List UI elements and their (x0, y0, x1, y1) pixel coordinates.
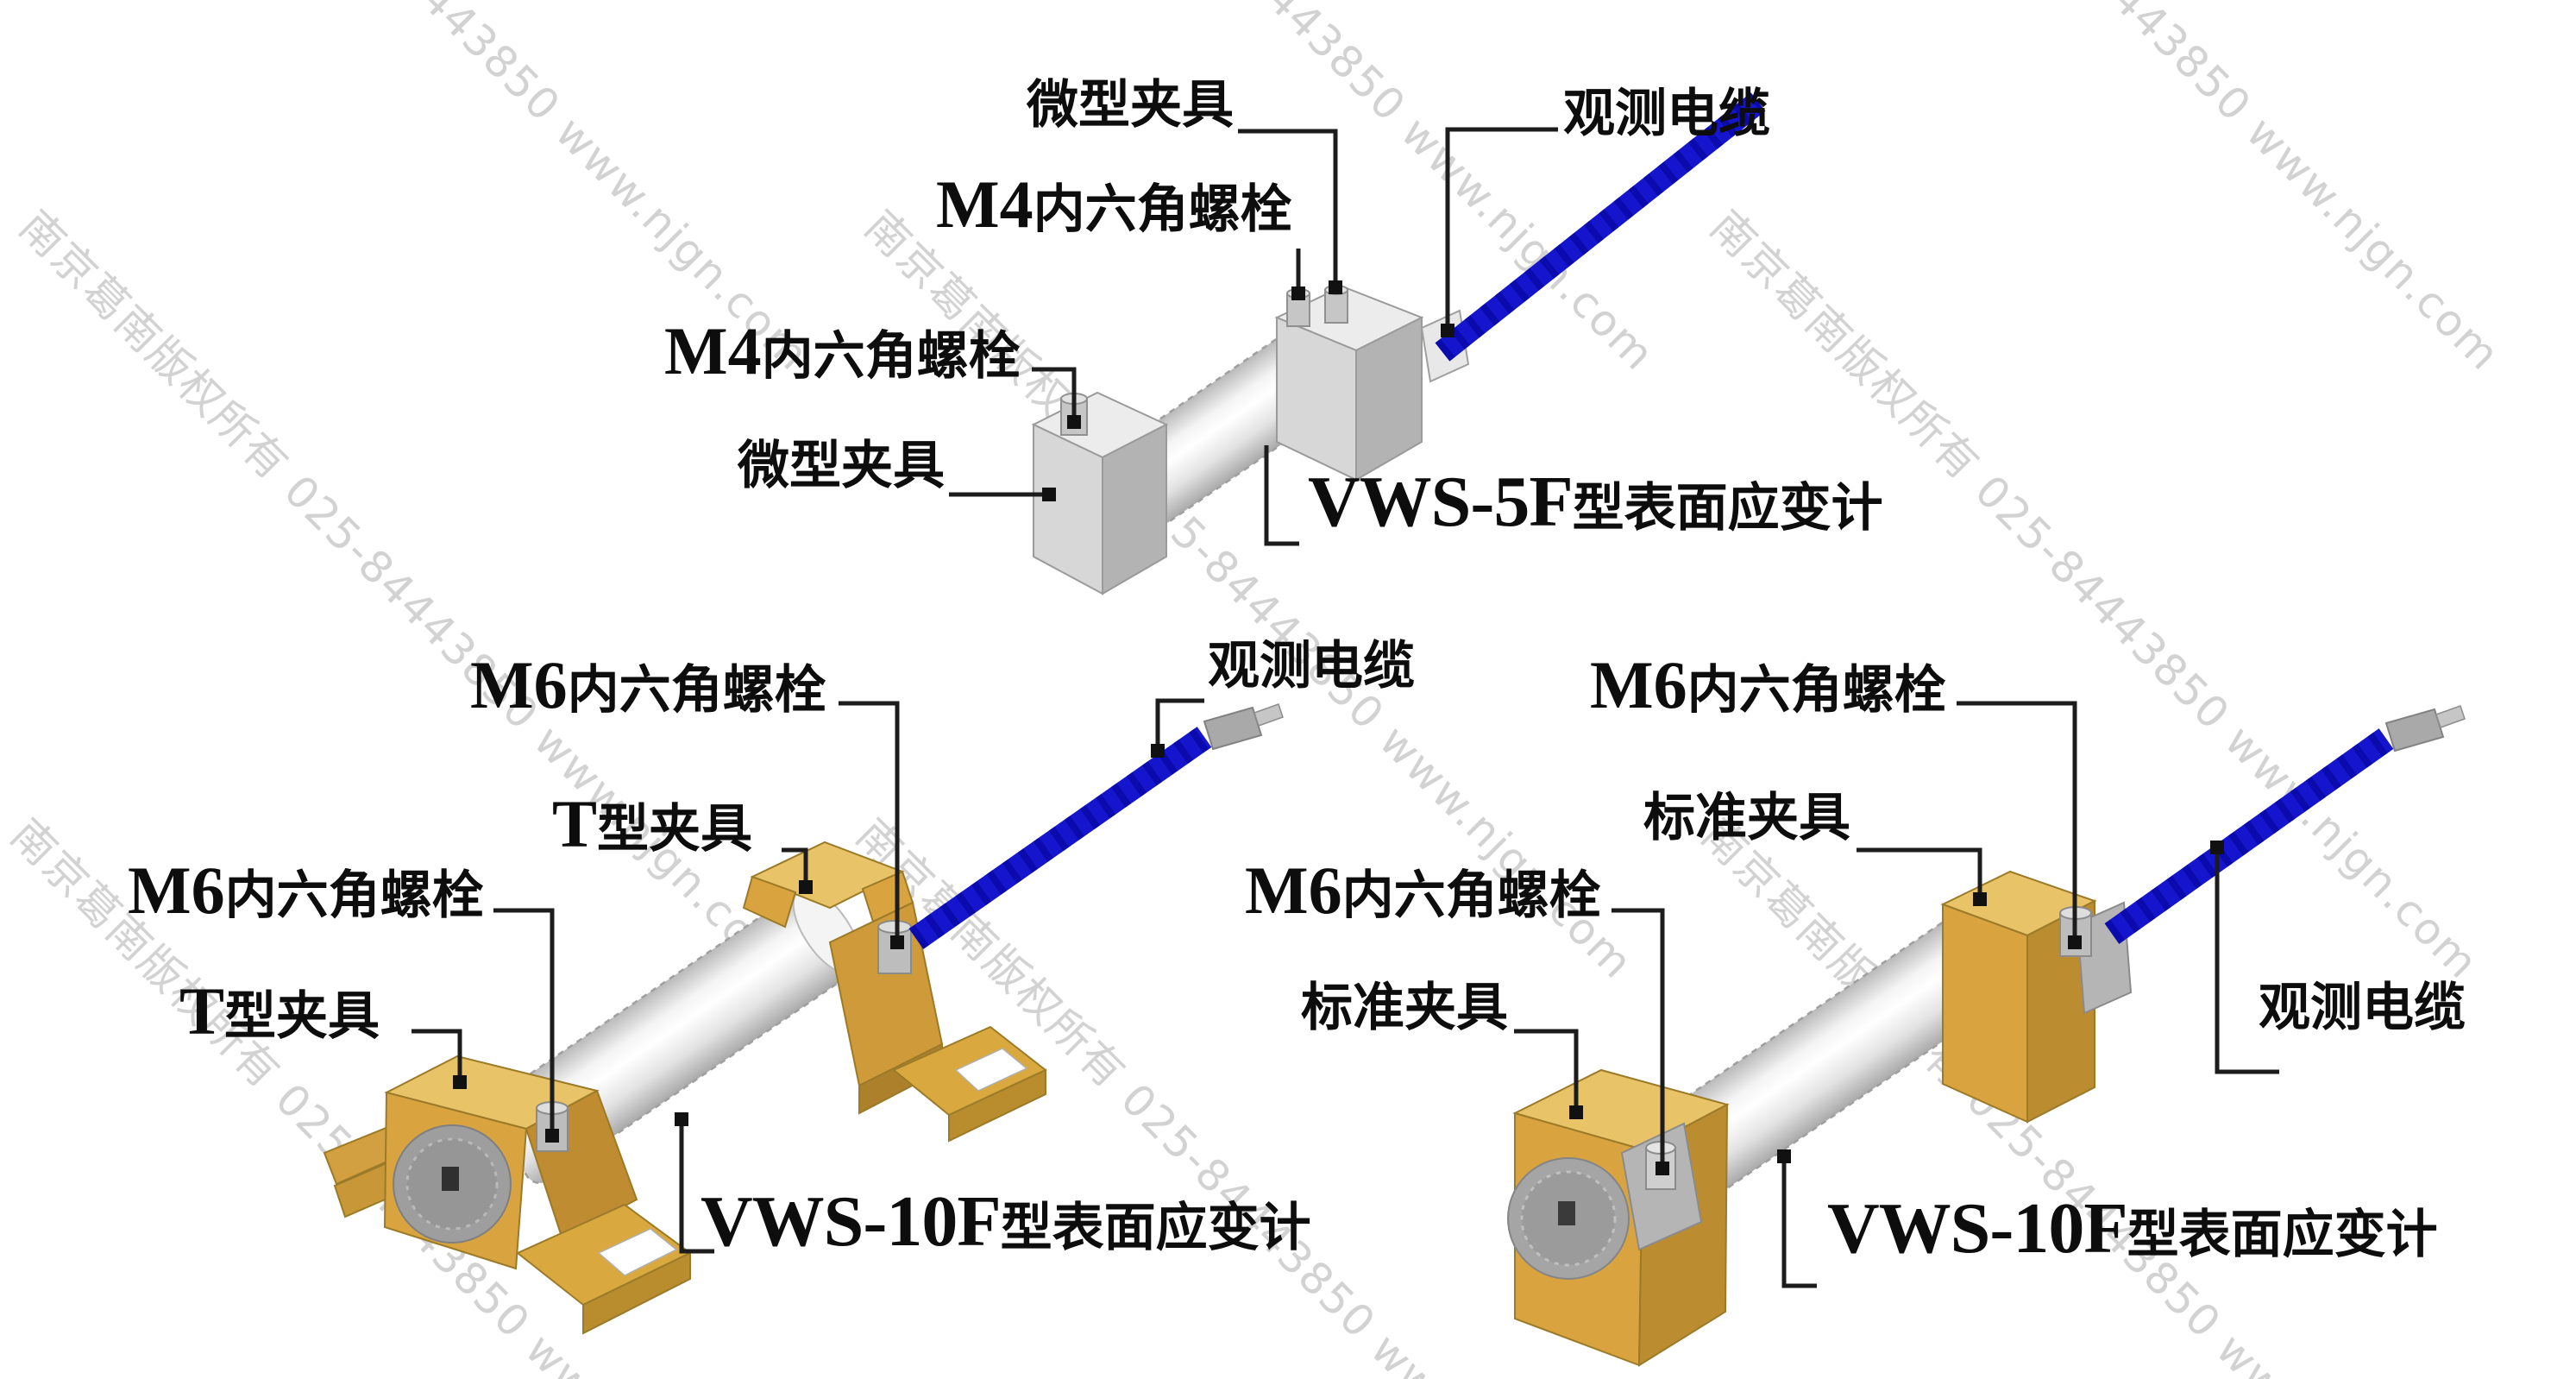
label-micro-clamp-top: 微型夹具 (1027, 79, 1234, 131)
label-t-clamp-right: T型夹具 (552, 790, 752, 858)
label-prefix: M6 (128, 853, 225, 928)
label-device-vws5f: VWS-5F型表面应变计 (1308, 466, 1883, 538)
label-observation-cable-top: 观测电缆 (1563, 88, 1770, 140)
label-micro-clamp-left: 微型夹具 (738, 440, 945, 492)
leader-lines (1514, 701, 2279, 1288)
label-text: 内六角螺栓 (224, 866, 484, 926)
device-model: VWS-10F (1827, 1188, 2128, 1269)
label-prefix: M4 (664, 313, 762, 388)
label-prefix: M6 (470, 647, 568, 722)
label-prefix: M4 (936, 167, 1034, 242)
device-suffix: 型表面应变计 (1572, 478, 1883, 538)
label-text: 内六角螺栓 (1033, 179, 1292, 240)
device-model: VWS-5F (1308, 462, 1574, 542)
label-device-vws10f-t: VWS-10F型表面应变计 (701, 1186, 1311, 1258)
device-suffix: 型表面应变计 (2127, 1205, 2438, 1265)
label-text: 微型夹具 (738, 436, 945, 496)
label-text: 观测电缆 (1208, 636, 1415, 696)
leader-dots (453, 744, 1165, 1143)
vws5f-assembly (949, 92, 1766, 595)
label-m6-bolt-right-std: M6内六角螺栓 (1590, 652, 1946, 719)
label-prefix: M6 (1245, 853, 1342, 928)
label-t-clamp-left: T型夹具 (179, 978, 380, 1045)
label-prefix: T (179, 973, 225, 1048)
label-m4-bolt-right: M4内六角螺栓 (936, 171, 1292, 238)
label-device-vws10f-std: VWS-10F型表面应变计 (1827, 1193, 2438, 1265)
label-text: 观测电缆 (2259, 978, 2466, 1038)
t-clamp-right (742, 841, 1047, 1143)
label-prefix: M6 (1590, 647, 1687, 722)
label-text: 内六角螺栓 (1687, 660, 1946, 721)
label-m6-bolt-left-std: M6内六角螺栓 (1245, 857, 1601, 924)
vws10f-std-assembly (1507, 701, 2466, 1367)
label-text: 型夹具 (224, 986, 380, 1047)
clamp-disc (1507, 1157, 1630, 1280)
label-m6-bolt-left-t: M6内六角螺栓 (128, 857, 484, 924)
label-text: 标准夹具 (1301, 978, 1508, 1038)
leader-lines (949, 127, 1558, 546)
label-observation-cable-left: 观测电缆 (1208, 640, 1415, 692)
observation-cable (2104, 705, 2466, 944)
cable-tip (1203, 706, 1263, 751)
label-text: 内六角螺栓 (1341, 866, 1601, 926)
label-text: 型夹具 (597, 799, 753, 860)
device-suffix: 型表面应变计 (1000, 1198, 1311, 1258)
device-model: VWS-10F (701, 1181, 1002, 1262)
label-prefix: T (552, 786, 598, 861)
label-m4-bolt-left: M4内六角螺栓 (664, 318, 1021, 385)
cable-tip (2384, 708, 2445, 752)
clamp-disc (393, 1124, 512, 1244)
label-text: 内六角螺栓 (761, 326, 1021, 387)
label-standard-clamp-right: 标准夹具 (1643, 792, 1850, 844)
label-standard-clamp-left: 标准夹具 (1301, 982, 1508, 1034)
label-text: 观测电缆 (1563, 84, 1770, 144)
vws10f-t-assembly (323, 698, 1284, 1335)
leader-dots (1042, 280, 1454, 501)
label-text: 标准夹具 (1643, 788, 1850, 848)
observation-cable (1435, 92, 1766, 362)
label-m6-bolt-right-t: M6内六角螺栓 (470, 652, 826, 719)
label-text: 微型夹具 (1027, 75, 1234, 135)
label-text: 内六角螺栓 (567, 660, 826, 721)
micro-clamp-right (1274, 285, 1424, 482)
label-observation-cable-right: 观测电缆 (2259, 982, 2466, 1034)
leader-dots (1569, 841, 2224, 1175)
observation-cable (908, 703, 1284, 949)
leader-lines (412, 698, 1204, 1254)
standard-clamp-right (1940, 870, 2133, 1124)
hex-bolt-icon (877, 920, 912, 974)
